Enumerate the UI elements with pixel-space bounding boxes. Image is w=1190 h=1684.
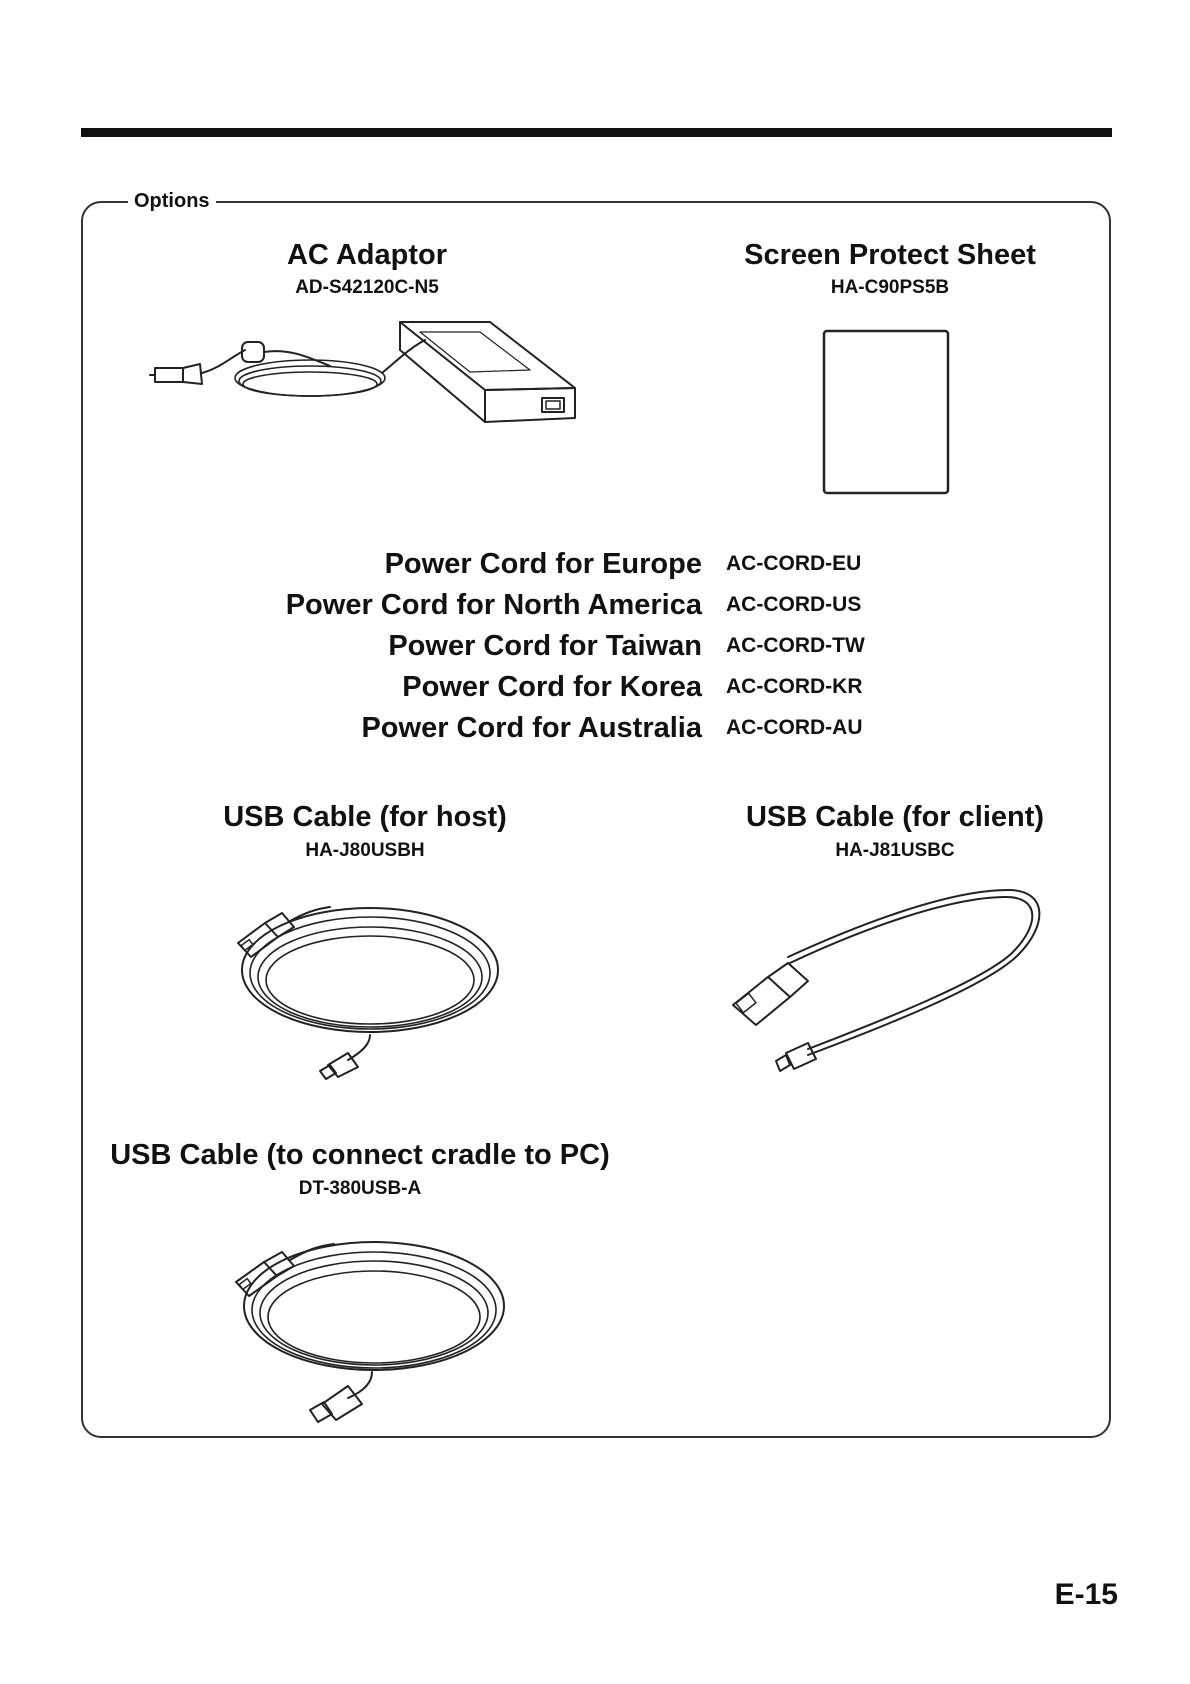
ac-adaptor-title: AC Adaptor bbox=[286, 239, 448, 271]
usb-client-cable-image bbox=[732, 889, 1041, 1072]
usb-cradle-model: DT-380USB-A bbox=[298, 1178, 422, 1199]
options-frame bbox=[81, 201, 1111, 1438]
usb-host-title: USB Cable (for host) bbox=[223, 801, 507, 833]
ac-adaptor-model: AD-S42120C-N5 bbox=[295, 277, 439, 298]
power-cord-model: AC-CORD-EU bbox=[726, 552, 862, 575]
usb-host-model: HA-J80USBH bbox=[305, 840, 425, 861]
options-label: Options bbox=[128, 190, 216, 212]
power-cord-row-us: Power Cord for North America AC-CORD-US bbox=[180, 586, 980, 624]
ac-adaptor-image bbox=[149, 321, 576, 423]
usb-cradle-title: USB Cable (to connect cradle to PC) bbox=[110, 1139, 610, 1171]
screen-protect-sheet-model: HA-C90PS5B bbox=[830, 277, 950, 298]
power-cord-model: AC-CORD-TW bbox=[726, 634, 865, 657]
power-cord-name: Power Cord for Europe bbox=[384, 548, 702, 580]
power-cord-model: AC-CORD-AU bbox=[726, 716, 863, 739]
power-cord-name: Power Cord for Korea bbox=[402, 671, 702, 703]
power-cord-model: AC-CORD-US bbox=[726, 593, 862, 616]
power-cord-name: Power Cord for Taiwan bbox=[388, 630, 702, 662]
usb-cradle-cable-image bbox=[235, 1241, 505, 1423]
usb-client-title: USB Cable (for client) bbox=[745, 801, 1045, 833]
usb-client-model: HA-J81USBC bbox=[835, 840, 955, 861]
usb-host-cable-image bbox=[237, 906, 499, 1080]
screen-protect-sheet-title: Screen Protect Sheet bbox=[744, 239, 1036, 271]
power-cord-row-eu: Power Cord for Europe AC-CORD-EU bbox=[180, 545, 980, 583]
power-cord-name: Power Cord for North America bbox=[285, 589, 702, 621]
power-cord-name: Power Cord for Australia bbox=[361, 712, 702, 744]
top-rule bbox=[81, 128, 1112, 137]
power-cord-model: AC-CORD-KR bbox=[726, 675, 863, 698]
screen-protect-sheet-image bbox=[822, 329, 950, 495]
power-cord-row-kr: Power Cord for Korea AC-CORD-KR bbox=[180, 668, 980, 706]
page-number: E-15 bbox=[1054, 1578, 1118, 1611]
power-cord-row-au: Power Cord for Australia AC-CORD-AU bbox=[180, 709, 980, 747]
power-cord-row-tw: Power Cord for Taiwan AC-CORD-TW bbox=[180, 627, 980, 665]
